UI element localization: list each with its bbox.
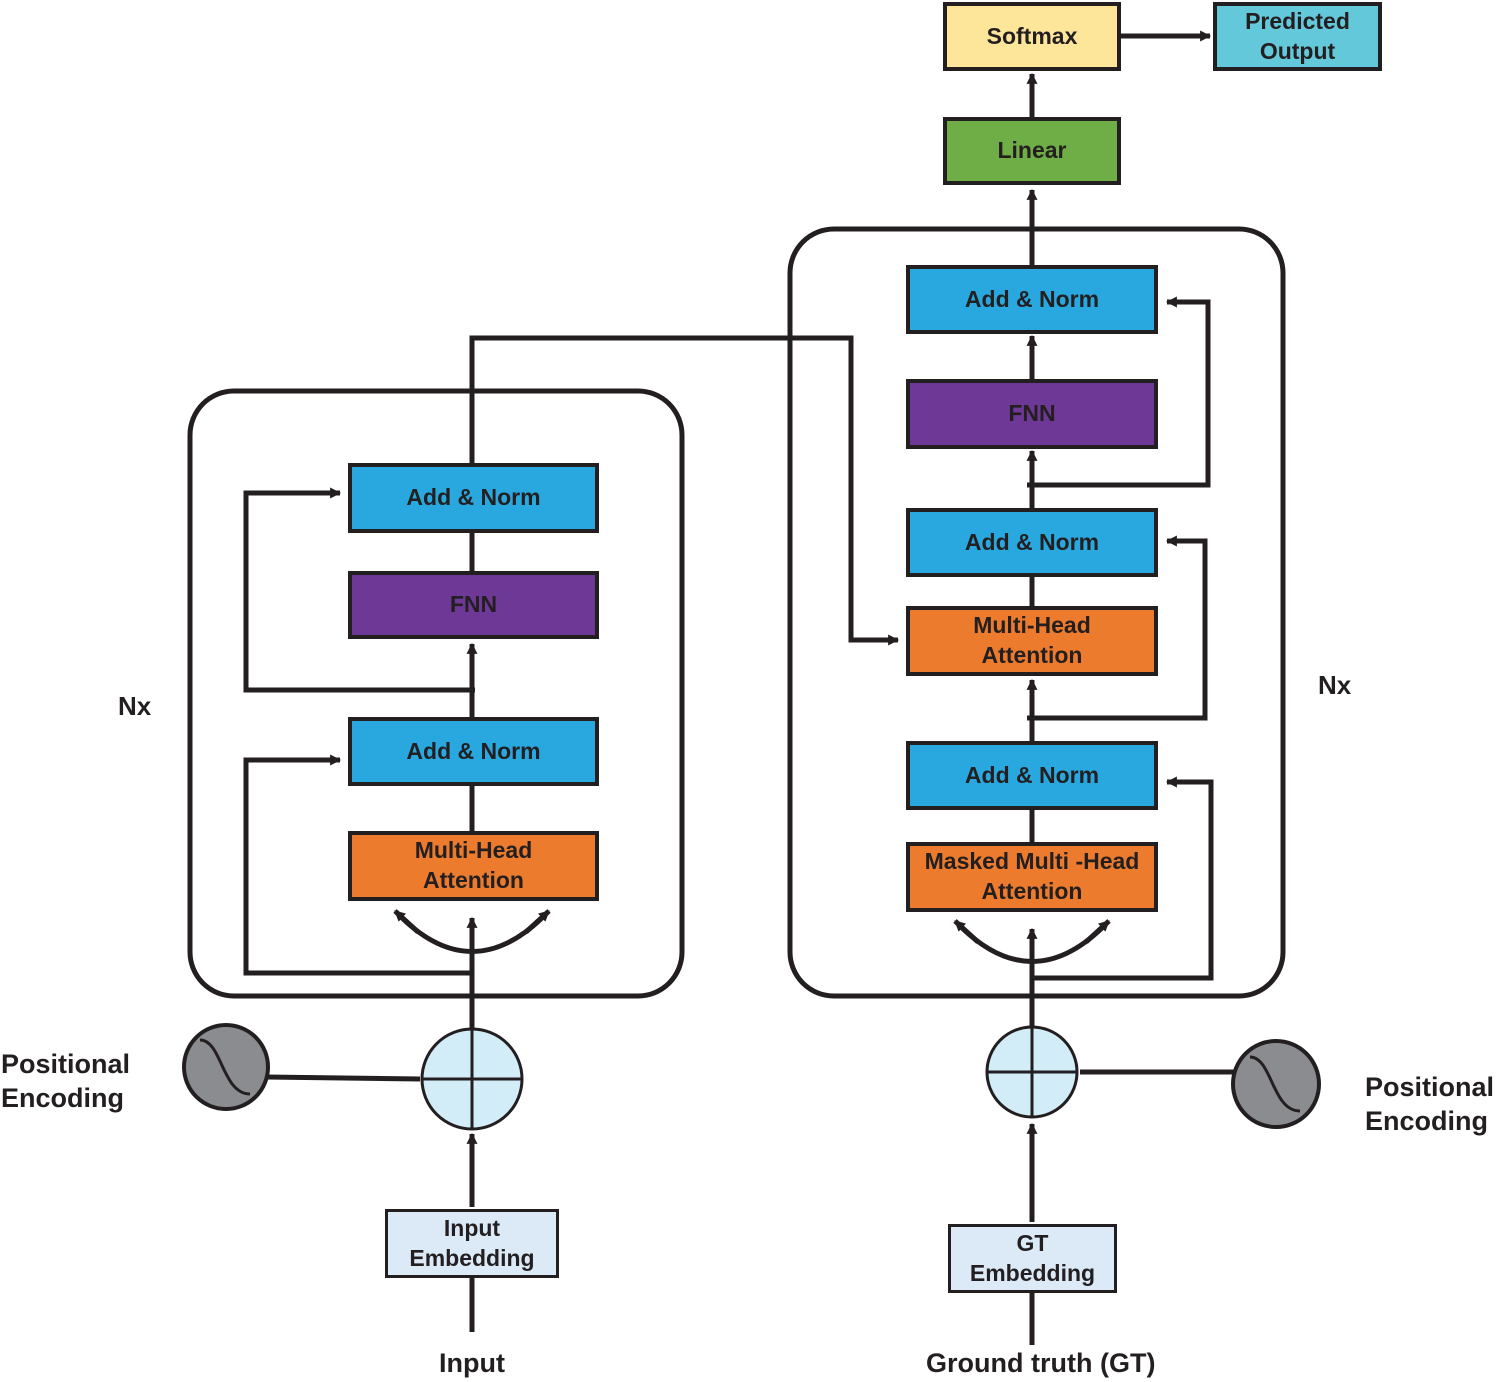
decoder-curve-arrow-left: [953, 919, 980, 944]
input-label: Input: [439, 1348, 505, 1378]
encoder-output-to-decoder: [469, 335, 900, 646]
decoder-add-norm-bottom: Add & Norm: [906, 741, 1158, 810]
decoder-multi-head-attention: Multi-Head Attention: [906, 606, 1158, 676]
encoder-pe-link: [265, 1074, 421, 1082]
softmax-box: Softmax: [943, 2, 1121, 71]
encoder-curve-arrow-left: [393, 909, 420, 934]
decoder-curve-arrow-right: [1084, 919, 1111, 944]
decoder-qkv-curve: [960, 926, 1104, 964]
encoder-nx-label: Nx: [118, 691, 152, 721]
encoder-adder: [420, 1027, 524, 1131]
linear-box: Linear: [943, 117, 1121, 185]
encoder-block: [187, 388, 685, 999]
encoder-fnn: FNN: [348, 571, 599, 639]
encoder-residual-1: [243, 754, 472, 976]
decoder-positional-encoding-icon: [1231, 1039, 1321, 1129]
decoder-residual-3: [1027, 296, 1211, 488]
decoder-add-norm-middle: Add & Norm: [906, 508, 1158, 577]
decoder-adder: [985, 1025, 1079, 1119]
decoder-fnn: FNN: [906, 379, 1158, 449]
encoder-multi-head-attention: Multi-Head Attention: [348, 831, 599, 901]
predicted-output-box: Predicted Output: [1213, 2, 1382, 71]
encoder-positional-encoding-label: Positional Encoding: [1, 1049, 131, 1113]
input-embedding: Input Embedding: [385, 1209, 559, 1278]
encoder-add-norm-bottom: Add & Norm: [348, 717, 599, 786]
decoder-residual-1: [1032, 776, 1214, 981]
encoder-residual-2: [243, 487, 475, 693]
decoder-masked-multi-head-attention: Masked Multi -Head Attention: [906, 842, 1158, 912]
encoder-curve-arrow-right: [524, 909, 551, 934]
decoder-residual-2: [1027, 535, 1208, 721]
encoder-qkv-curve: [400, 916, 544, 954]
ground-truth-label: Ground truth (GT): [926, 1348, 1156, 1378]
decoder-positional-encoding-label: Positional Encoding: [1365, 1072, 1495, 1136]
encoder-add-norm-top: Add & Norm: [348, 463, 599, 533]
decoder-nx-label: Nx: [1318, 670, 1352, 700]
decoder-block: [787, 226, 1286, 999]
gt-embedding: GT Embedding: [948, 1224, 1117, 1293]
decoder-add-norm-top: Add & Norm: [906, 265, 1158, 334]
encoder-positional-encoding-icon: [182, 1023, 270, 1111]
